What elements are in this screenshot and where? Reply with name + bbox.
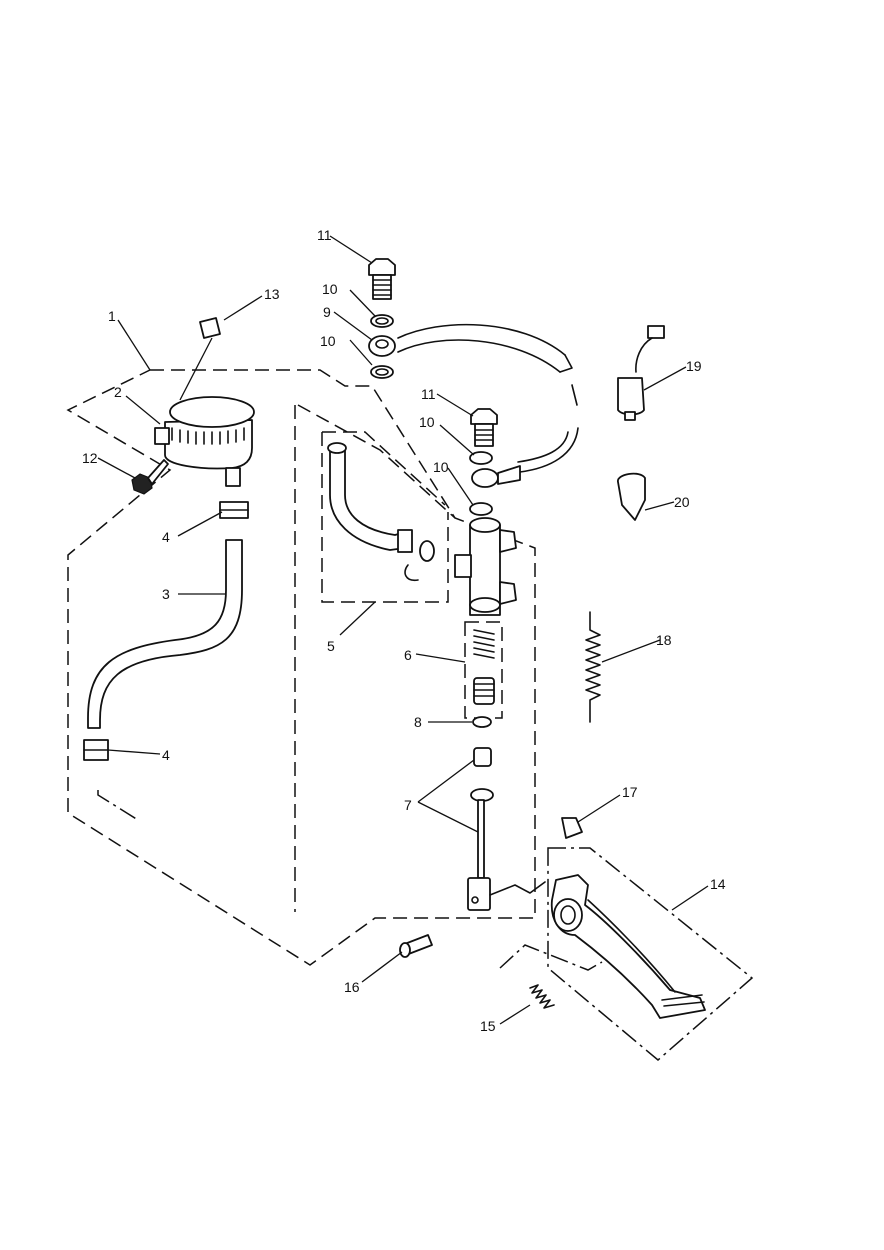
brake-light-switch bbox=[617, 325, 665, 421]
pedal-spring bbox=[529, 984, 555, 1009]
callout-5: 5 bbox=[327, 638, 335, 654]
callout-4-upper: 4 bbox=[162, 529, 170, 545]
brake-hose bbox=[368, 323, 579, 488]
piston-seal-kit bbox=[473, 629, 495, 705]
callout-7: 7 bbox=[404, 797, 412, 813]
callout-14: 14 bbox=[710, 876, 726, 892]
callout-13: 13 bbox=[264, 286, 280, 302]
callout-3: 3 bbox=[162, 586, 170, 602]
callout-17: 17 bbox=[622, 784, 638, 800]
callout-18: 18 bbox=[656, 632, 672, 648]
callout-11-upper: 11 bbox=[317, 227, 332, 243]
callout-labels: 11 10 9 10 11 10 10 1 2 12 13 4 3 4 5 6 … bbox=[82, 227, 726, 1034]
callout-10-upper-2: 10 bbox=[320, 333, 336, 349]
master-cylinder-body bbox=[454, 517, 517, 616]
callout-15: 15 bbox=[480, 1018, 496, 1034]
leader-lines bbox=[97, 235, 709, 1025]
callout-1: 1 bbox=[108, 308, 116, 324]
sealing-washer-lower-2 bbox=[469, 502, 493, 516]
reservoir-hose bbox=[87, 539, 243, 729]
callout-10-lower-1: 10 bbox=[419, 414, 435, 430]
banjo-bolt-upper bbox=[368, 258, 396, 300]
pushrod-assembly bbox=[467, 747, 494, 911]
callout-10-upper-1: 10 bbox=[322, 281, 338, 297]
callout-19: 19 bbox=[686, 358, 702, 374]
callout-16: 16 bbox=[344, 979, 360, 995]
sealing-washer-lower-1 bbox=[469, 451, 493, 465]
banjo-bolt-lower bbox=[470, 408, 498, 447]
hose-clip-lower bbox=[83, 739, 109, 761]
callout-11-lower: 11 bbox=[421, 386, 436, 402]
reservoir-nut bbox=[199, 317, 221, 339]
hose-clip-upper bbox=[219, 501, 249, 519]
callout-8: 8 bbox=[414, 714, 422, 730]
callout-12: 12 bbox=[82, 450, 98, 466]
clevis-pin bbox=[399, 934, 433, 958]
callout-4-lower: 4 bbox=[162, 747, 170, 763]
switch-clip bbox=[617, 472, 646, 521]
brake-pedal bbox=[550, 874, 706, 1019]
return-spring bbox=[585, 611, 601, 723]
callout-9: 9 bbox=[323, 304, 331, 320]
assembly-boundary-lines bbox=[66, 369, 754, 1061]
circlip bbox=[472, 716, 492, 728]
pedal-stop bbox=[561, 817, 583, 839]
elbow-adaptor bbox=[327, 442, 435, 582]
callout-6: 6 bbox=[404, 647, 412, 663]
sealing-washer-upper-2 bbox=[370, 365, 394, 379]
callout-10-lower-2: 10 bbox=[433, 459, 449, 475]
sealing-washer-upper-1 bbox=[370, 314, 394, 328]
reservoir-bolt bbox=[131, 459, 169, 495]
callout-20: 20 bbox=[674, 494, 690, 510]
callout-2: 2 bbox=[114, 384, 122, 400]
fluid-reservoir bbox=[154, 396, 255, 487]
